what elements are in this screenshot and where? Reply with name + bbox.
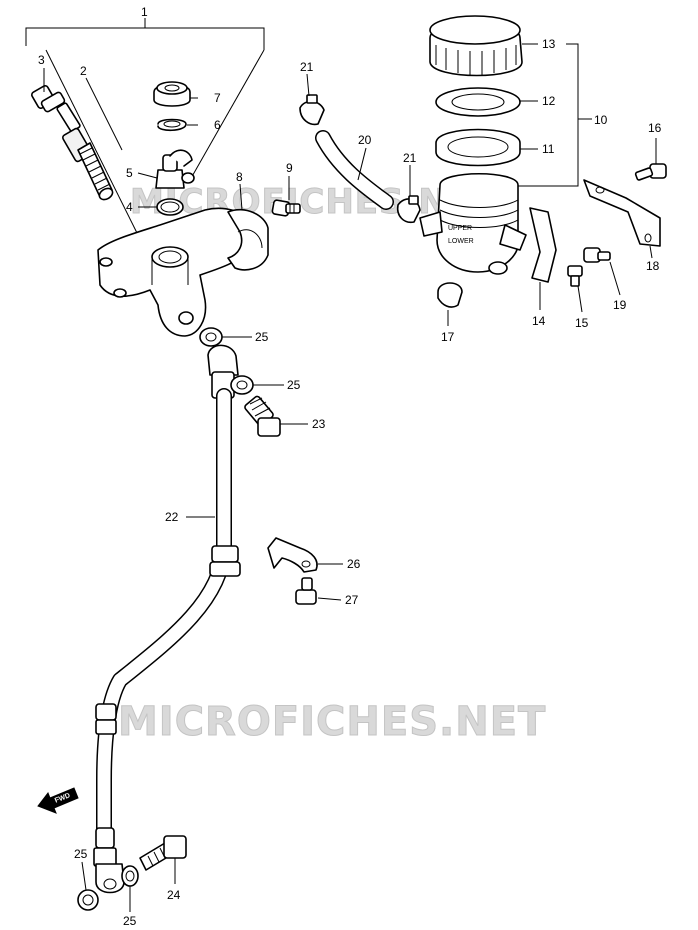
callout-3: 3 bbox=[38, 53, 45, 67]
callout-25-d: 25 bbox=[123, 914, 137, 928]
diaphragm-11 bbox=[435, 128, 521, 167]
bolt-19 bbox=[583, 247, 611, 263]
diaphragm-plate-12 bbox=[435, 87, 521, 117]
watermark-bottom: MICROFICHES.NET bbox=[118, 699, 546, 745]
stay-18 bbox=[583, 179, 661, 247]
assembly-bracket-1 bbox=[25, 18, 265, 236]
callout-11: 11 bbox=[542, 142, 555, 156]
callout-9: 9 bbox=[286, 161, 293, 175]
callout-19: 19 bbox=[613, 298, 627, 312]
reservoir-body: UPPER LOWER bbox=[419, 173, 527, 275]
piston-assembly bbox=[31, 85, 114, 201]
reservoir-hose-20 bbox=[315, 130, 394, 210]
reservoir-marking-upper: UPPER bbox=[448, 225, 472, 232]
washer-25-a bbox=[199, 327, 223, 347]
callout-25-a: 25 bbox=[255, 330, 269, 344]
bolt-16 bbox=[634, 163, 667, 181]
washer-25-b bbox=[230, 375, 254, 395]
master-cylinder-body bbox=[97, 207, 269, 337]
bolt-9 bbox=[271, 199, 301, 217]
callout-14: 14 bbox=[532, 314, 546, 328]
washer-25-d bbox=[121, 865, 139, 887]
callout-24: 24 bbox=[167, 888, 181, 902]
callout-25-b: 25 bbox=[287, 378, 301, 392]
callout-21-upper: 21 bbox=[300, 60, 314, 74]
hose-fitting-5 bbox=[155, 149, 195, 189]
screw-15 bbox=[567, 265, 583, 287]
callout-23: 23 bbox=[312, 417, 326, 431]
callout-27: 27 bbox=[345, 593, 359, 607]
washer-25-c bbox=[77, 889, 99, 911]
callout-15: 15 bbox=[575, 316, 589, 330]
boot-7 bbox=[153, 81, 191, 107]
callout-6: 6 bbox=[214, 118, 221, 132]
callout-22: 22 bbox=[165, 510, 179, 524]
callout-4: 4 bbox=[126, 200, 133, 214]
hose-clamp-21-lower bbox=[396, 195, 421, 224]
cap-17 bbox=[437, 282, 463, 308]
callout-16: 16 bbox=[648, 121, 662, 135]
callout-13: 13 bbox=[542, 37, 556, 51]
callout-10: 10 bbox=[594, 113, 608, 127]
callout-26: 26 bbox=[347, 557, 361, 571]
callout-2: 2 bbox=[80, 64, 87, 78]
callout-8: 8 bbox=[236, 170, 243, 184]
leader-lines bbox=[43, 43, 657, 912]
callout-5: 5 bbox=[126, 166, 133, 180]
callout-20: 20 bbox=[358, 133, 372, 147]
hose-clamp-26 bbox=[267, 537, 318, 573]
union-bolt-24 bbox=[139, 835, 187, 871]
union-bolt-23 bbox=[244, 395, 281, 437]
callout-25-c: 25 bbox=[74, 847, 88, 861]
callout-12: 12 bbox=[542, 94, 556, 108]
callout-1: 1 bbox=[141, 5, 148, 19]
reservoir-cap-13 bbox=[429, 15, 523, 77]
callout-numbers: 1 2 3 4 5 6 7 8 9 10 11 12 13 14 15 16 1… bbox=[38, 5, 662, 928]
callout-17: 17 bbox=[441, 330, 455, 344]
bracket-14 bbox=[529, 207, 557, 283]
callout-18: 18 bbox=[646, 259, 660, 273]
callout-21-lower: 21 bbox=[403, 151, 417, 165]
brake-hose-22 bbox=[93, 344, 241, 894]
forward-arrow-icon: FWD bbox=[37, 787, 79, 814]
bolt-27 bbox=[295, 577, 317, 605]
hose-clamp-21-upper bbox=[299, 94, 325, 126]
callout-7: 7 bbox=[214, 91, 221, 105]
reservoir-marking-lower: LOWER bbox=[448, 238, 474, 245]
